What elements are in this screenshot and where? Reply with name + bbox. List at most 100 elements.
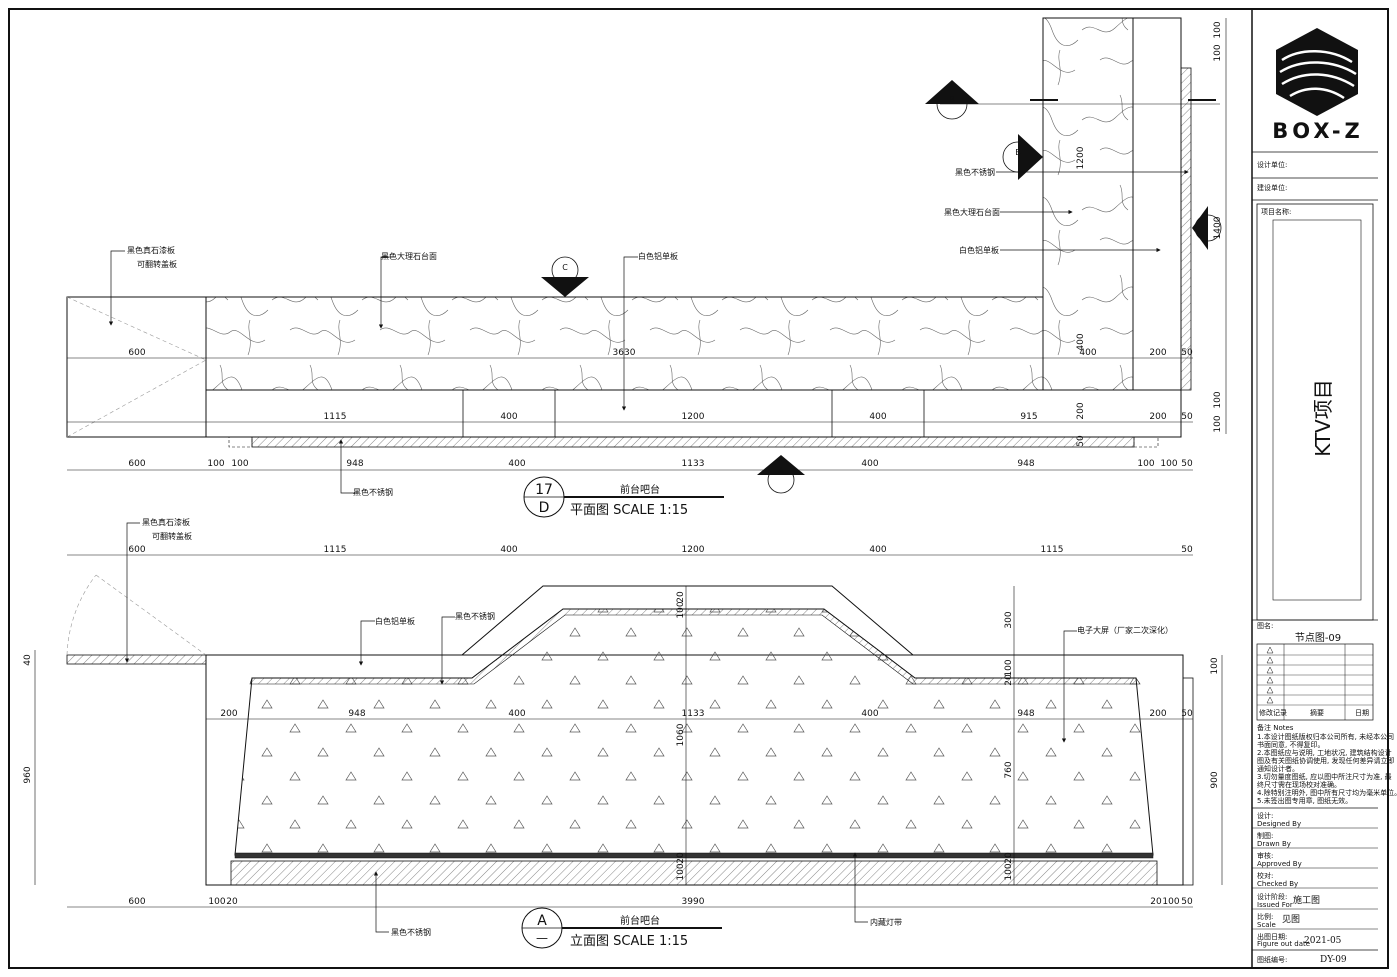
- svg-text:校对:: 校对:: [1257, 871, 1273, 880]
- plan-dimensions: 600 3630 400 200 50 1115 400 1200 400 91…: [128, 18, 1227, 469]
- elev-dim-r300: 300: [1004, 611, 1014, 628]
- elev-dim-960: 960: [23, 766, 33, 783]
- plan-section-marks: C A B B: [541, 80, 1222, 494]
- plan-label-stone-panel: 黑色真石漆板: [127, 245, 175, 255]
- elev-dim-50c: 50: [1181, 897, 1193, 907]
- elev-dim-1200: 1200: [682, 545, 705, 555]
- plan-dim-200b: 200: [1149, 412, 1166, 422]
- project-label: 项目名称:: [1261, 207, 1291, 216]
- rev-header-record: 修改记录: [1259, 708, 1287, 717]
- plan-view: [66, 17, 1220, 471]
- elev-screen: [234, 608, 1154, 856]
- elev-dim-400b: 400: [869, 545, 886, 555]
- elev-label-white-al: 白色铝单板: [375, 616, 415, 626]
- svg-text:3.切勿量度图纸, 应以图中所注尺寸为准, 最: 3.切勿量度图纸, 应以图中所注尺寸为准, 最: [1257, 772, 1392, 781]
- plan-label-white-al: 白色铝单板: [638, 251, 678, 261]
- plan-dim-400c: 400: [508, 459, 525, 469]
- elev-title: 立面图 SCALE 1:15: [570, 934, 688, 949]
- elev-label-led: 内藏灯带: [870, 917, 902, 927]
- section-mark-b-side: B: [1002, 134, 1043, 180]
- svg-text:比例:: 比例:: [1257, 912, 1273, 921]
- rev-header-date: 日期: [1355, 709, 1369, 717]
- svg-text:Approved By: Approved By: [1257, 860, 1302, 868]
- svg-text:出图日期:: 出图日期:: [1257, 932, 1287, 941]
- plan-dim-915: 915: [1020, 412, 1037, 422]
- svg-text:Checked By: Checked By: [1257, 880, 1298, 888]
- svg-text:通知设计者。: 通知设计者。: [1257, 764, 1299, 773]
- elev-dim-50b: 50: [1181, 709, 1193, 719]
- elev-dim-1133: 1133: [682, 709, 705, 719]
- elev-dim-200a: 200: [220, 709, 237, 719]
- plan-dim-948b: 948: [1017, 459, 1034, 469]
- elev-dim-c100b: 100: [676, 863, 686, 880]
- plan-bubble-top: 17: [535, 482, 553, 498]
- plan-title: 平面图 SCALE 1:15: [570, 503, 688, 518]
- elev-dim-1115b: 1115: [1041, 545, 1064, 555]
- svg-text:A: A: [778, 466, 784, 475]
- plan-dim-v50: 50: [1076, 435, 1086, 447]
- elev-dim-r100: 100: [1210, 657, 1220, 674]
- plan-dim-1133: 1133: [682, 459, 705, 469]
- plan-dim-100b: 100: [231, 459, 248, 469]
- elev-label-screen: 电子大屏（厂家二次深化）: [1077, 625, 1173, 635]
- svg-text:4.除特别注明外, 图中所有尺寸均为毫米单位。: 4.除特别注明外, 图中所有尺寸均为毫米单位。: [1257, 788, 1397, 797]
- elev-led-strip: [234, 852, 1154, 859]
- plan-dim-600: 600: [128, 348, 145, 358]
- elev-name: 前台吧台: [620, 914, 660, 927]
- client-label: 建设单位:: [1257, 183, 1287, 192]
- brand-name: BOX-Z: [1272, 119, 1364, 143]
- plan-dim-v400: 400: [1076, 333, 1086, 350]
- plan-label-flip-lid: 可翻转盖板: [137, 259, 177, 269]
- elev-dim-20b: 20: [1150, 897, 1162, 907]
- plan-dim-200v: 200: [1076, 402, 1086, 419]
- title-fields: 设计: Designed By 制图: Drawn By 审核: Approve…: [1252, 807, 1378, 965]
- sheet-name: 节点图-09: [1295, 632, 1341, 644]
- plan-dim-948a: 948: [346, 459, 363, 469]
- plan-dim-1115: 1115: [324, 412, 347, 422]
- elev-dim-c100a: 100: [676, 601, 686, 618]
- elevation-view: [34, 554, 1223, 908]
- svg-text:Scale: Scale: [1257, 921, 1276, 929]
- elev-dim-400d: 400: [861, 709, 878, 719]
- plan-dim-50c: 50: [1181, 459, 1193, 469]
- elev-dim-40: 40: [23, 654, 33, 666]
- plan-title-block: 17 D 前台吧台 平面图 SCALE 1:15: [523, 476, 724, 518]
- elev-dim-c20b: 20: [676, 852, 686, 864]
- elev-dim-948a: 948: [348, 709, 365, 719]
- plan-dim-200: 200: [1149, 348, 1166, 358]
- plan-dim-100d: 100: [1160, 459, 1177, 469]
- svg-text:审核:: 审核:: [1257, 851, 1273, 860]
- plan-dim-1200: 1200: [682, 412, 705, 422]
- elev-label-stone-panel: 黑色真石漆板: [142, 517, 190, 527]
- elev-label-flip-lid: 可翻转盖板: [152, 531, 192, 541]
- elev-label-black-ss-bottom: 黑色不锈钢: [391, 927, 431, 937]
- plan-dim-v1200: 1200: [1076, 146, 1086, 169]
- svg-text:图纸编号:: 图纸编号:: [1257, 955, 1287, 964]
- svg-text:2.本图纸应与说明, 工地状况, 建筑结构设计: 2.本图纸应与说明, 工地状况, 建筑结构设计: [1257, 748, 1392, 757]
- sheet-label: 图名:: [1257, 621, 1273, 630]
- elev-flip-lid: [66, 654, 207, 665]
- plan-name: 前台吧台: [620, 483, 660, 496]
- elev-dim-400c: 400: [508, 709, 525, 719]
- plan-dim-100c: 100: [1137, 459, 1154, 469]
- plan-dim-50b: 50: [1181, 412, 1193, 422]
- boxz-logo-icon: [1276, 28, 1358, 116]
- plan-marble-top: [205, 296, 1044, 391]
- svg-text:1.本设计图纸版权归本公司所有, 未经本公司: 1.本设计图纸版权归本公司所有, 未经本公司: [1257, 732, 1394, 741]
- elev-dim-400a: 400: [500, 545, 517, 555]
- svg-text:图及有关图纸协调使用, 发现任何差异请立即: 图及有关图纸协调使用, 发现任何差异请立即: [1257, 756, 1394, 765]
- elev-dim-r900: 900: [1210, 771, 1220, 788]
- elev-dim-600b: 600: [128, 897, 145, 907]
- elev-base: [230, 860, 1158, 886]
- plan-dim-400: 400: [1079, 348, 1096, 358]
- elev-dim-r760: 760: [1004, 761, 1014, 778]
- drawing-number: DY-09: [1320, 955, 1347, 965]
- elev-dim-20a: 20: [226, 897, 238, 907]
- plan-dim-400b: 400: [869, 412, 886, 422]
- svg-text:Designed By: Designed By: [1257, 820, 1301, 828]
- notes-list: 1.本设计图纸版权归本公司所有, 未经本公司 书面同意, 不得复印。 2.本图纸…: [1257, 732, 1397, 805]
- elev-dim-c20a: 20: [676, 591, 686, 603]
- plan-dim-400d: 400: [861, 459, 878, 469]
- plan-dim-50: 50: [1181, 348, 1193, 358]
- plan-label-white-al-right: 白色铝单板: [959, 245, 999, 255]
